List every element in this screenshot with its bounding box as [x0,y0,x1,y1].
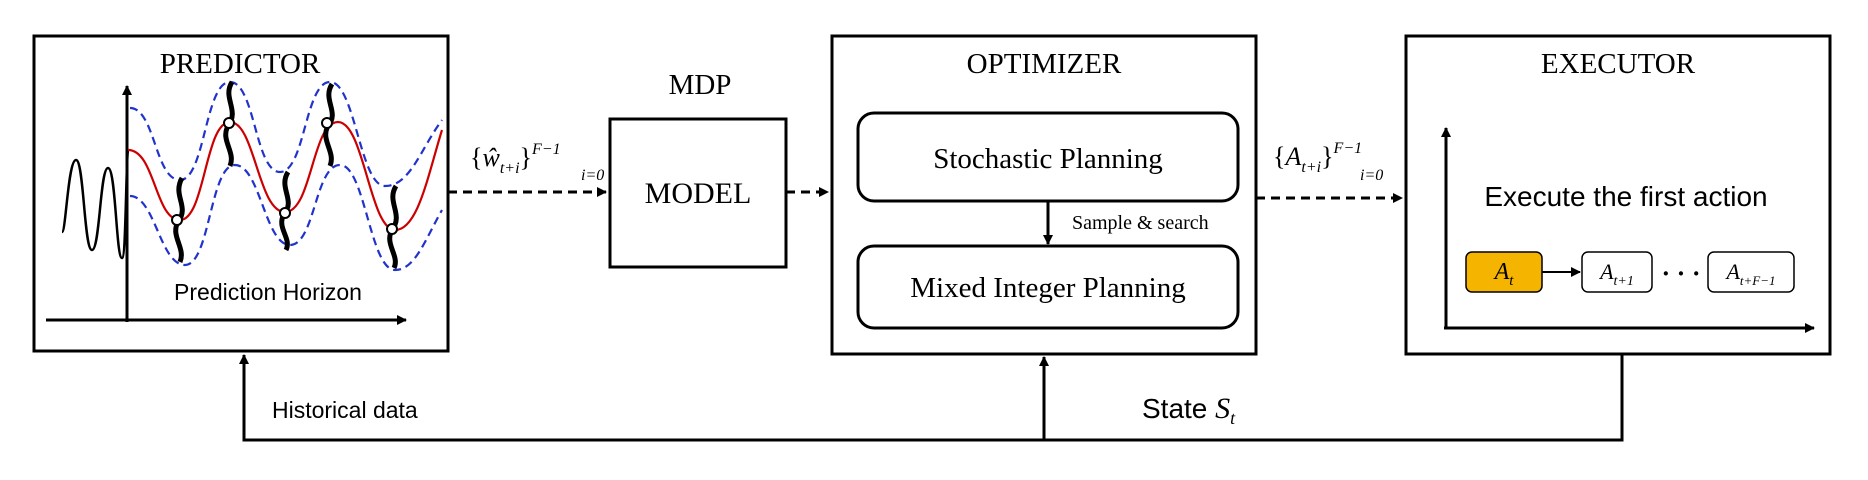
predictor-block: PREDICTOR Prediction Horizon [32,34,450,353]
sample-point-1 [171,214,183,226]
sample-point-4 [321,117,333,129]
action-last-box [1707,251,1795,293]
predicted-weather-label: {ŵt+i}F−1 [470,141,561,177]
state-feedback-line [239,354,1624,442]
lower-bound-curve [129,163,443,272]
action-sequence-label: {At+i}F−1 [1273,140,1362,176]
sample-point-5 [386,223,398,235]
mixed-integer-planning-label: Mixed Integer Planning [910,272,1185,304]
executor-title: EXECUTOR [1541,48,1696,80]
optimizer-title: OPTIMIZER [967,48,1122,80]
mdp-block: MDP MODEL [608,69,788,269]
predicted-weather-index: i=0 [581,167,604,184]
historical-signal-curve [60,149,130,260]
action-next-label: At+1 [1598,259,1634,289]
action-ellipsis: · · · [1661,259,1700,288]
execute-first-action-label: Execute the first action [1484,181,1767,212]
stochastic-planning-label: Stochastic Planning [933,143,1163,175]
mixed-integer-planning-box [856,244,1240,330]
sample-point-2 [223,117,235,129]
model-box [608,117,788,269]
optimizer-block: OPTIMIZER Stochastic Planning Sample & s… [830,34,1258,356]
sample-points [171,117,398,235]
action-next-box [1581,251,1653,293]
model-label: MODEL [645,177,752,210]
state-label: State St [1142,392,1236,428]
historical-data-label: Historical data [272,397,418,423]
action-last-label: At+F−1 [1724,259,1775,288]
sample-search-label: Sample & search [1072,212,1209,234]
predictor-title: PREDICTOR [160,48,321,80]
executor-block: EXECUTOR Execute the first action At At+… [1404,34,1832,356]
prediction-horizon-label: Prediction Horizon [174,279,362,305]
action-current-label: At [1493,259,1515,289]
sample-point-3 [279,207,291,219]
action-sequence-index: i=0 [1360,167,1383,184]
mdp-title: MDP [669,69,732,101]
